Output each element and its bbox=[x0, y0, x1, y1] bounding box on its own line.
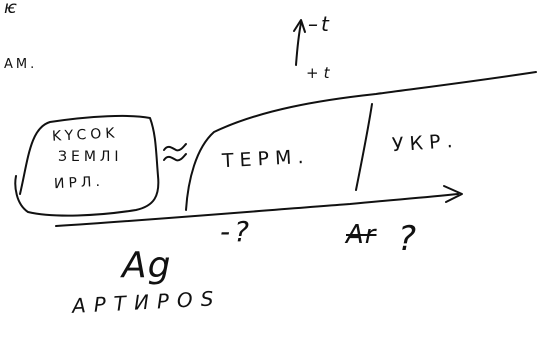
time-axis-arrow-head-icon bbox=[443, 185, 463, 203]
vertical-arrow-line bbox=[295, 22, 302, 66]
ag-label: Ag bbox=[122, 245, 172, 286]
ag-question-label: -? bbox=[220, 215, 253, 248]
slash-divider bbox=[355, 103, 373, 191]
box-text-line-3: ИРЛ. bbox=[53, 173, 105, 193]
boundary-curve bbox=[185, 71, 537, 211]
am-note: AM. bbox=[4, 57, 38, 72]
top-left-note: ѥ bbox=[4, 0, 18, 18]
tilde-mark-2-icon bbox=[163, 153, 187, 162]
ukr-label: УКР. bbox=[391, 129, 460, 157]
tilde-mark-icon bbox=[163, 143, 187, 152]
vertical-arrow-head-icon bbox=[293, 19, 306, 33]
minus-t-label: –t bbox=[308, 12, 332, 36]
time-axis-arrow bbox=[55, 193, 459, 227]
ar-label: Ar bbox=[346, 220, 377, 250]
box-text-line-1: KYCOK bbox=[51, 125, 119, 145]
ar-question-label: ? bbox=[398, 219, 421, 259]
box-left-bracket bbox=[14, 114, 160, 217]
box-text-line-2: ЗЕМЛІ bbox=[58, 149, 123, 165]
plus-t-label: +t bbox=[306, 64, 335, 82]
term-label: ТЕРМ. bbox=[221, 145, 311, 173]
